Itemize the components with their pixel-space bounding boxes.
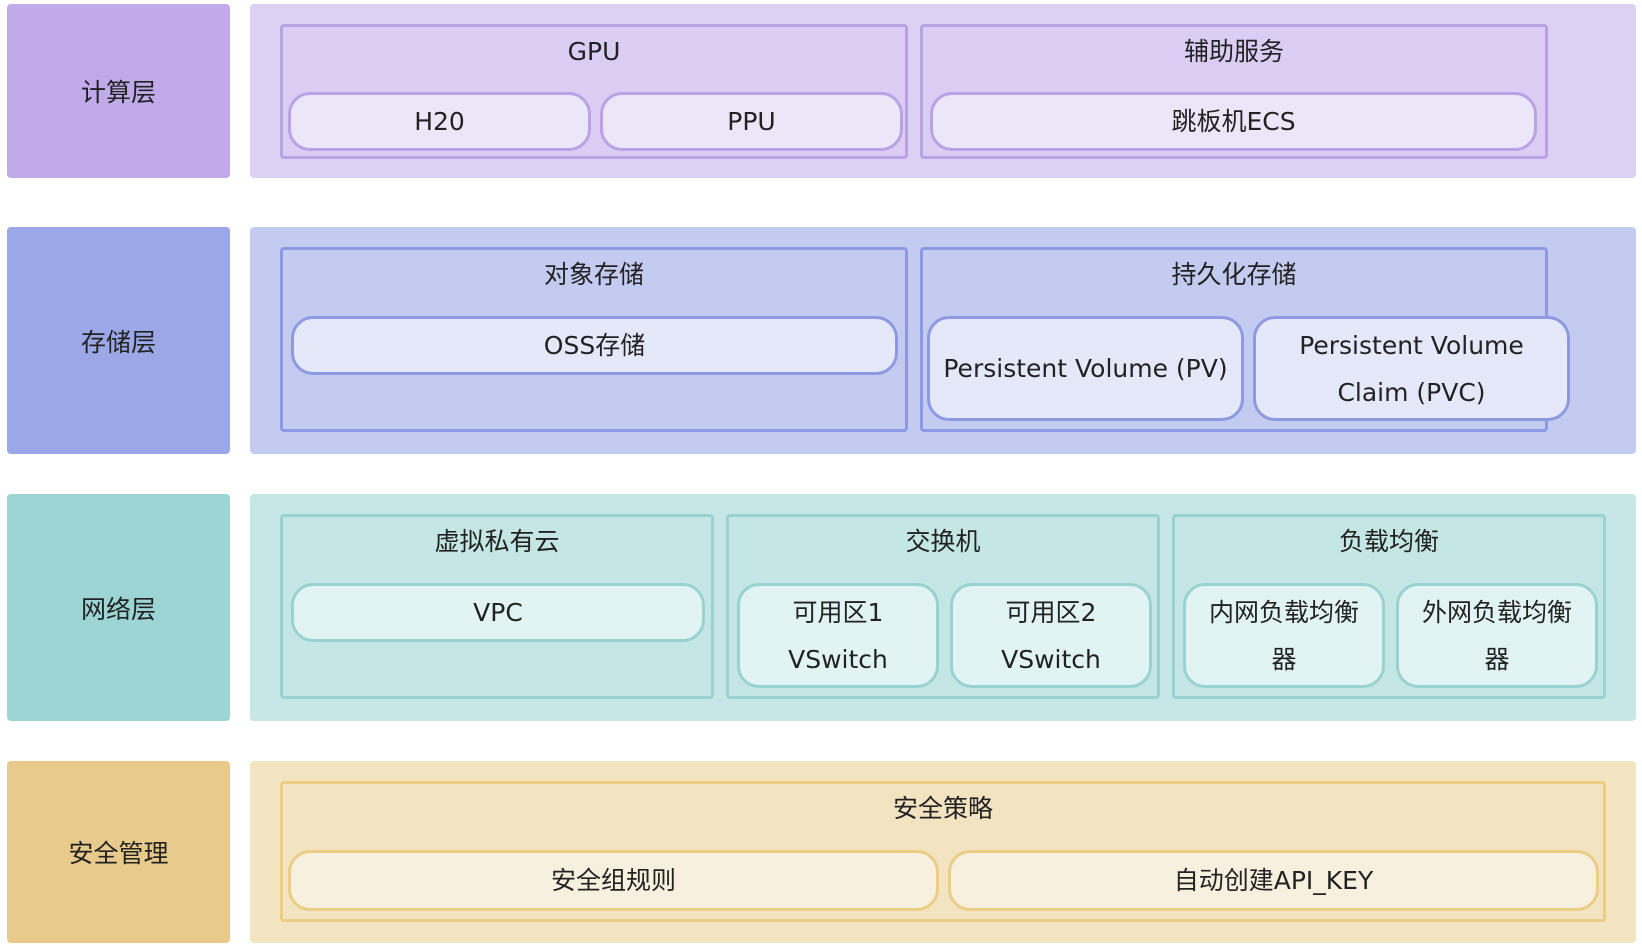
group-title-persistent-storage: 持久化存储 — [1171, 260, 1297, 289]
pill-vpc: VPC — [291, 583, 705, 642]
tier-panel-compute: GPU H20 PPU 辅助服务 跳板机ECS — [250, 4, 1636, 178]
group-persistent-storage: 持久化存储 Persistent Volume (PV) Persistent … — [920, 247, 1570, 432]
tier-panel-storage: 对象存储 OSS存储 持久化存储 Persistent Volume (PV) … — [250, 227, 1636, 454]
group-vswitch: 交换机 可用区1 VSwitch 可用区2 VSwitch — [726, 514, 1160, 699]
group-vpc: 虚拟私有云 VPC — [280, 514, 714, 699]
pill-jump-ecs: 跳板机ECS — [930, 92, 1537, 151]
group-title-gpu: GPU — [567, 37, 621, 66]
group-title-object-storage: 对象存储 — [543, 260, 644, 289]
tier-label-network: 网络层 — [7, 494, 230, 721]
group-aux-services: 辅助服务 跳板机ECS — [920, 24, 1548, 159]
group-title-vpc: 虚拟私有云 — [434, 527, 560, 556]
pill-oss: OSS存储 — [291, 316, 898, 375]
tier-panel-security: 安全策略 安全组规则 自动创建API_KEY — [250, 761, 1636, 943]
pill-vswitch-zone1: 可用区1 VSwitch — [737, 583, 939, 688]
group-object-storage: 对象存储 OSS存储 — [280, 247, 908, 432]
group-title-security-policy: 安全策略 — [892, 794, 993, 823]
group-title-aux-services: 辅助服务 — [1183, 37, 1284, 66]
pill-pvc: Persistent Volume Claim (PVC) — [1253, 316, 1570, 421]
group-load-balancer: 负载均衡 内网负载均衡 器 外网负载均衡 器 — [1172, 514, 1606, 699]
group-security-policy: 安全策略 安全组规则 自动创建API_KEY — [280, 781, 1606, 922]
tier-label-compute: 计算层 — [7, 4, 230, 178]
pill-external-lb: 外网负载均衡 器 — [1396, 583, 1598, 688]
pill-auto-api-key: 自动创建API_KEY — [948, 850, 1599, 911]
pill-internal-lb: 内网负载均衡 器 — [1183, 583, 1385, 688]
pill-security-group-rules: 安全组规则 — [288, 850, 939, 911]
tier-panel-network: 虚拟私有云 VPC 交换机 可用区1 VSwitch 可用区2 VSwitch … — [250, 494, 1636, 721]
group-title-load-balancer: 负载均衡 — [1338, 527, 1439, 556]
tier-label-storage: 存储层 — [7, 227, 230, 454]
pill-ppu: PPU — [600, 92, 903, 151]
tier-label-security: 安全管理 — [7, 761, 230, 943]
pill-pv: Persistent Volume (PV) — [927, 316, 1244, 421]
group-gpu: GPU H20 PPU — [280, 24, 908, 159]
pill-vswitch-zone2: 可用区2 VSwitch — [950, 583, 1152, 688]
group-title-vswitch: 交换机 — [905, 527, 981, 556]
pill-h20: H20 — [288, 92, 591, 151]
